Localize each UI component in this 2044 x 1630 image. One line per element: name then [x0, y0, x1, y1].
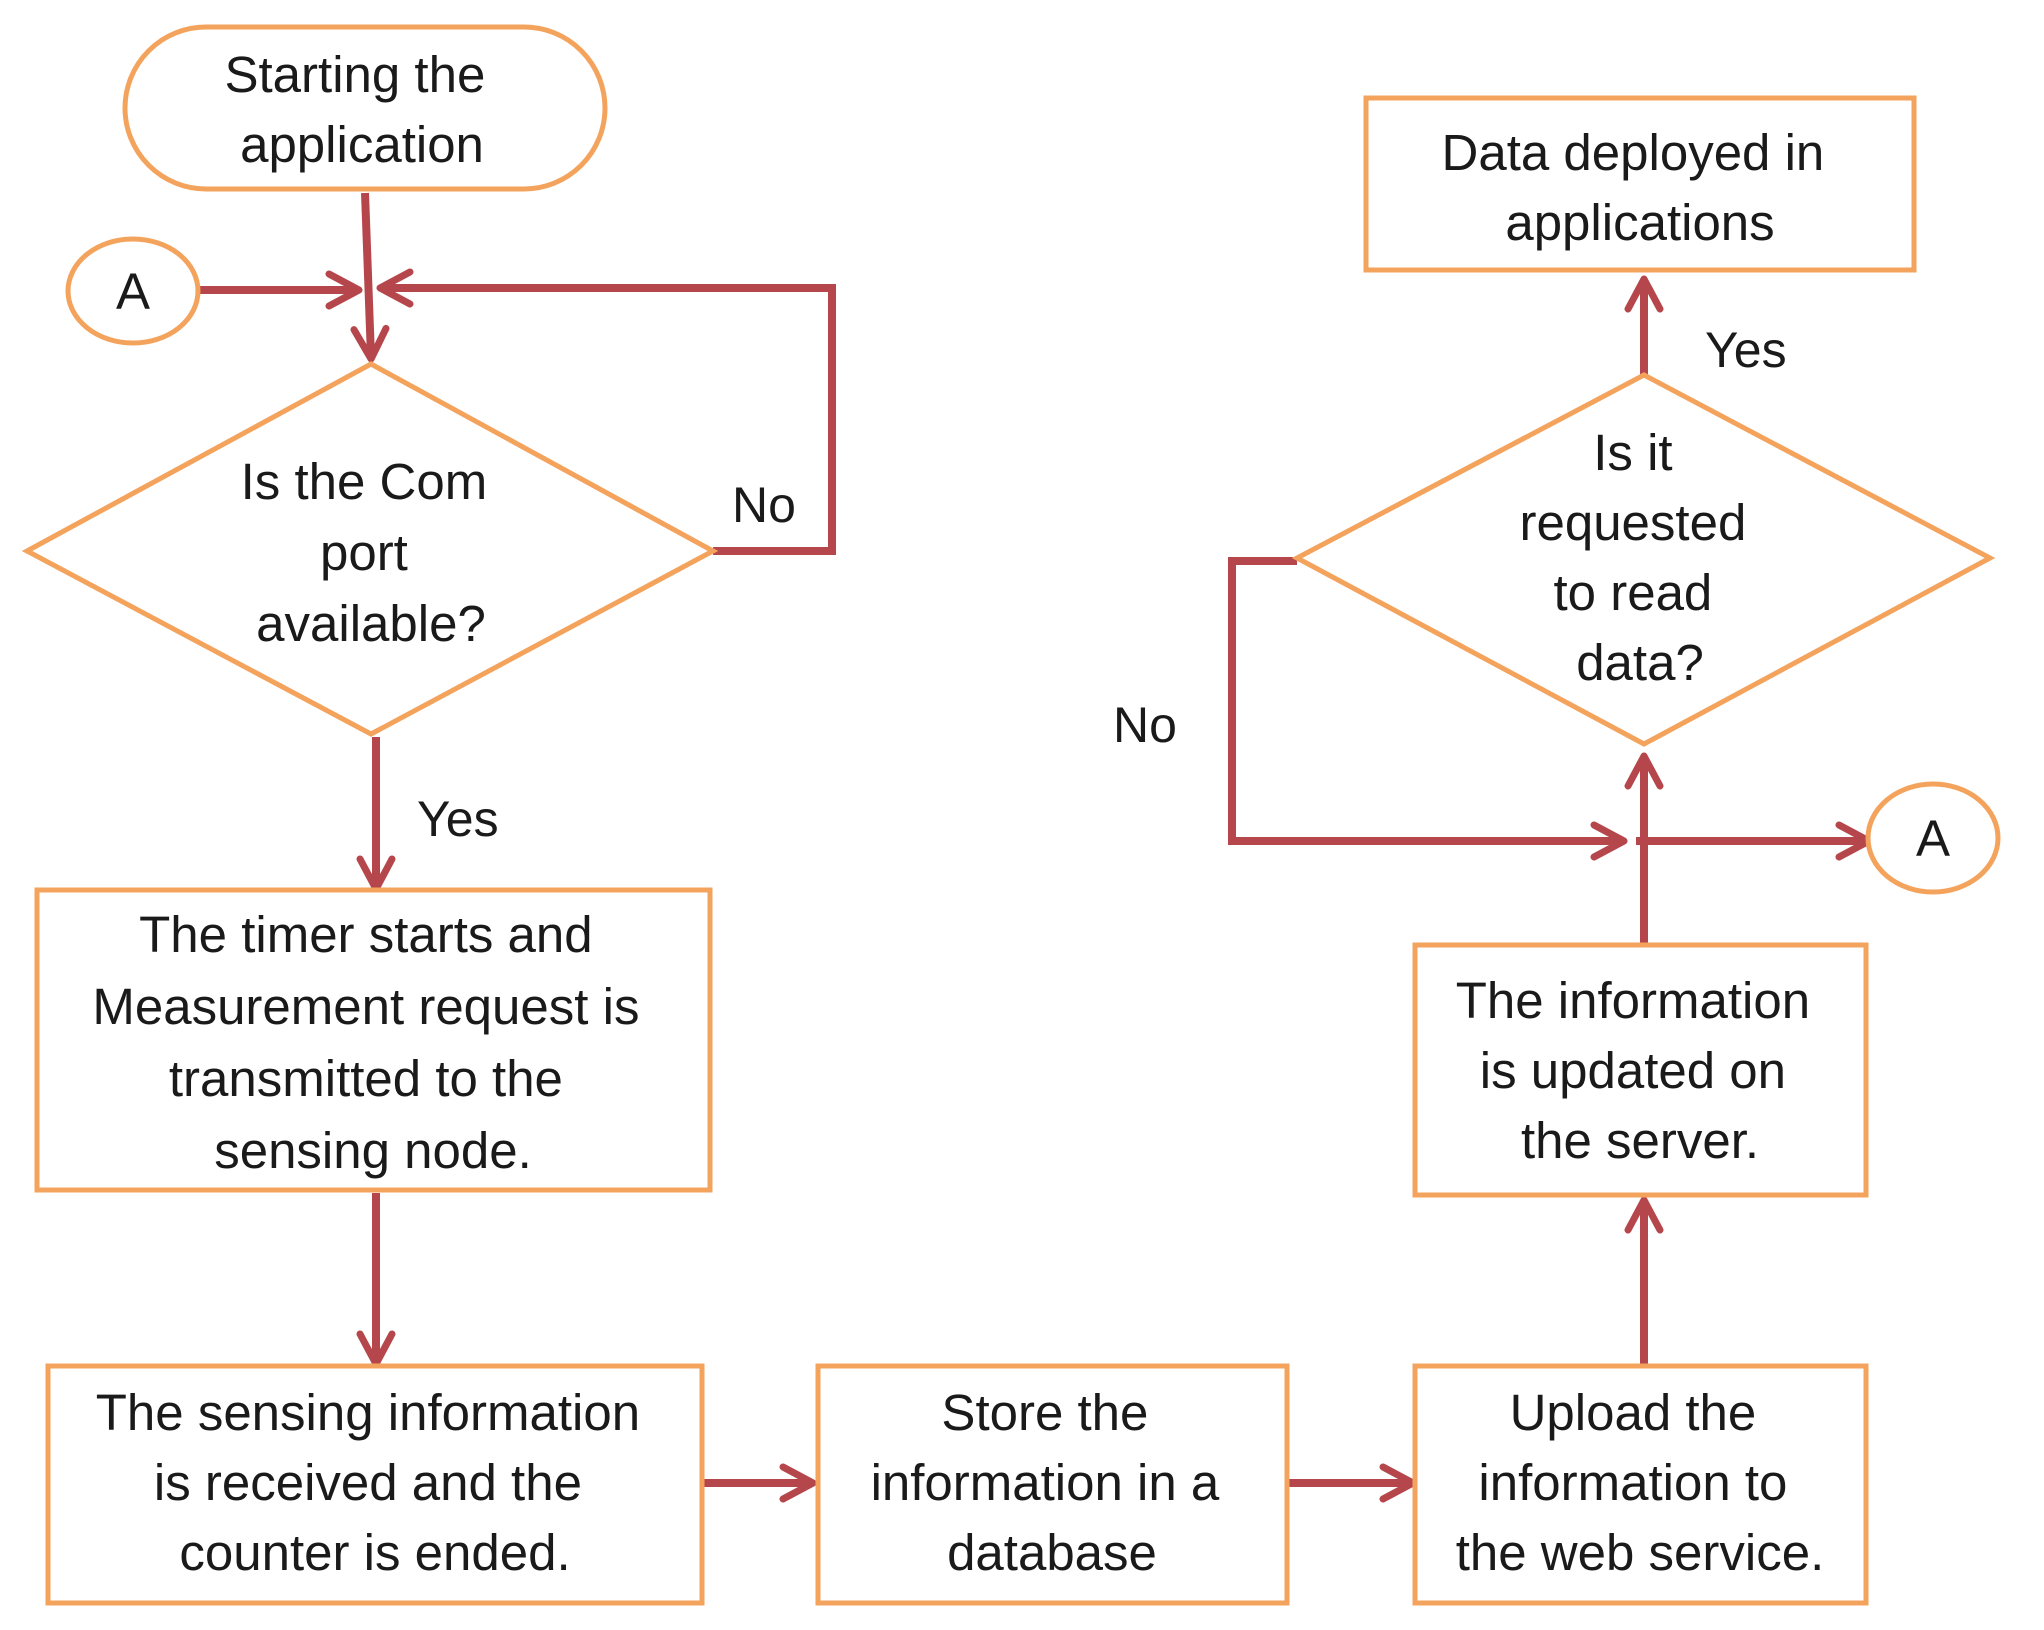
receive-label: The sensing information is received and …: [96, 1384, 654, 1581]
store-process: [815, 1363, 1290, 1606]
connector-a-in: [65, 236, 201, 346]
store-label: Store the information in a database: [871, 1384, 1234, 1581]
start-label: Starting the application: [225, 46, 500, 173]
shapes: [21, 24, 2001, 1606]
loop-no-com-port: [376, 268, 836, 555]
decision-read-data-label: Is it requested to read data?: [1519, 424, 1760, 691]
update-server-label: The information is updated on the server…: [1456, 972, 1825, 1169]
timer-label: The timer starts and Measurement request…: [92, 906, 653, 1179]
deployed-process: [1363, 95, 1917, 273]
arrow-read-no-loop: [1228, 557, 1628, 861]
update-server-process: [1412, 942, 1869, 1198]
connector-a-out-label: A: [1916, 810, 1950, 867]
decision-read-data: [1291, 372, 1996, 747]
deployed-label: Data deployed in applications: [1442, 124, 1839, 251]
arrow-start-to-merge: [350, 192, 390, 363]
edge-labels: No Yes Yes No: [417, 322, 1787, 847]
node-labels: Starting the application A Is the Com po…: [92, 46, 1950, 1581]
connector-a-in-label: A: [116, 263, 150, 320]
connector-a-out: [1865, 781, 2001, 895]
timer-process: [34, 887, 713, 1193]
upload-label: Upload the information to the web servic…: [1456, 1384, 1825, 1581]
decision-com-port-label: Is the Com port available?: [241, 453, 502, 652]
start-terminator: [122, 24, 608, 192]
edge-label-com-yes: Yes: [417, 791, 499, 847]
upload-process: [1412, 1363, 1869, 1606]
connectors: [200, 192, 1873, 1503]
receive-process: [45, 1363, 705, 1606]
edge-label-read-yes: Yes: [1705, 322, 1787, 378]
edge-label-read-no: No: [1113, 697, 1177, 753]
edge-label-com-no: No: [732, 477, 796, 533]
decision-com-port: [21, 361, 719, 737]
